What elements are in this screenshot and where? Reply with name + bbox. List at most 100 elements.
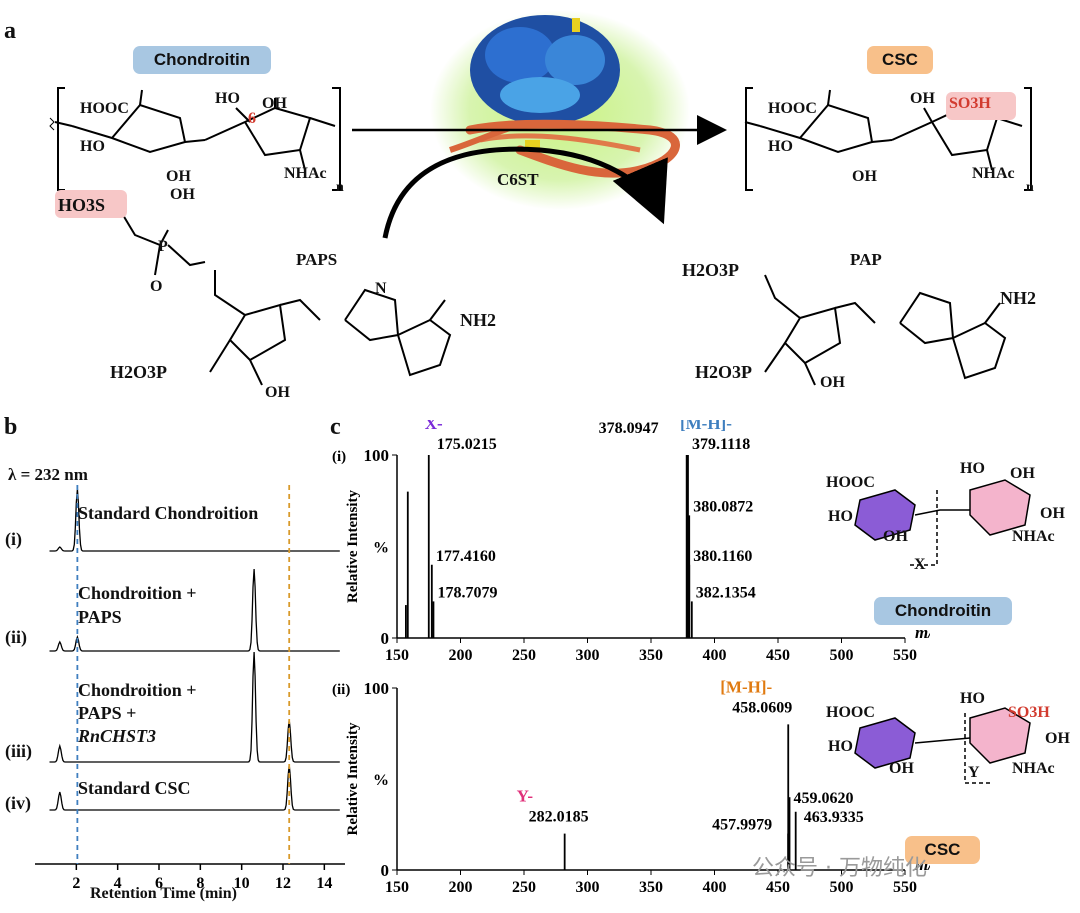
peak-label: 175.0215	[437, 436, 497, 453]
x-tick-label: 200	[449, 879, 473, 896]
ms2-ho-label: HO	[828, 738, 853, 755]
x-tick-label: 14	[316, 875, 332, 892]
x-tick-label: 4	[114, 875, 122, 892]
ms-hooc-label: HOOC	[826, 474, 875, 491]
trace-label-iii-3: RnCHST3	[78, 726, 157, 746]
ms-oh-label-3: OH	[1040, 505, 1065, 522]
position-6-label: 6	[248, 110, 256, 127]
ms-oh-label-2: OH	[1010, 465, 1035, 482]
trace-label-i: Standard Chondroition	[78, 503, 259, 523]
peak-label: 380.0872	[693, 498, 753, 515]
ms-nhac-label: NHAc	[1012, 528, 1055, 545]
x-tick-label: 2	[72, 875, 80, 892]
peak-label: 177.4160	[436, 548, 496, 565]
ms2-hooc-label: HOOC	[826, 704, 875, 721]
x-tick-label: 150	[385, 647, 409, 664]
enzyme-structure-icon	[430, 10, 690, 210]
peak-label: 378.0947	[599, 420, 659, 437]
x-tick-label: 150	[385, 879, 409, 896]
csc-so3h-label: SO3H	[949, 95, 991, 112]
percent-label: %	[373, 772, 389, 789]
x-tick-label: 550	[893, 647, 917, 664]
trace-label-iii-2: PAPS +	[78, 703, 137, 723]
peak-annotation: [M-H]-	[720, 677, 772, 696]
trace-line	[49, 488, 340, 552]
csc-pill: CSC	[867, 46, 933, 74]
ms-oh-label: OH	[883, 528, 908, 545]
ms-chondroitin-pill: Chondroitin	[874, 597, 1012, 625]
paps-nh2-label: NH2	[460, 310, 496, 330]
trace-line	[49, 651, 340, 763]
trace-id-ii: (ii)	[5, 627, 27, 647]
oh-label: OH	[166, 168, 191, 185]
ho-label-2: HO	[215, 90, 240, 107]
peak-label: 463.9335	[804, 809, 864, 826]
pap-h2o3p-label-2: H2O3P	[695, 362, 752, 382]
paps-oh-label: OH	[170, 186, 195, 203]
y-tick-label: 100	[364, 679, 390, 698]
x-tick-label: 12	[275, 875, 291, 892]
x-tick-label: 200	[449, 647, 473, 664]
ms2-nhac-label: NHAc	[1012, 760, 1055, 777]
nhac-label: NHAc	[284, 165, 327, 182]
paps-ribose-oh-label: OH	[265, 384, 290, 401]
trace-label-ii-2: PAPS	[78, 607, 122, 627]
x-tick-label: 500	[830, 647, 854, 664]
x-tick-label: 400	[703, 879, 727, 896]
csc-hooc-label: HOOC	[768, 100, 817, 117]
trace-id-iv: (iv)	[5, 793, 31, 813]
retention-time-axis-label: Retention Time (min)	[90, 885, 237, 902]
x-tick-label: 8	[196, 875, 204, 892]
y-tick-label: 0	[381, 861, 390, 880]
peak-label: 282.0185	[529, 809, 589, 826]
pap-label: PAP	[850, 250, 882, 269]
x-tick-label: 550	[893, 879, 917, 896]
pap-h2o3p-label: H2O3P	[682, 260, 739, 280]
fragment-x-label: X	[914, 556, 926, 573]
trace-id-iii: (iii)	[5, 741, 32, 761]
pap-oh-label: OH	[820, 374, 845, 391]
chondroitin-pill: Chondroitin	[133, 46, 271, 74]
ms2-so3h-label: SO3H	[1008, 704, 1050, 721]
x-tick-label: 350	[639, 879, 663, 896]
y-tick-label: 100	[364, 446, 390, 465]
ms2-oh-label: OH	[889, 760, 914, 777]
peak-label: 379.1118	[692, 436, 750, 453]
watermark: 公众号 · 万物纯化	[752, 856, 927, 881]
peak-annotation: X-	[425, 420, 443, 433]
mz-axis-label: m/z	[915, 623, 930, 642]
paps-label: PAPS	[296, 250, 338, 269]
csc-fragment-structure	[854, 707, 1031, 784]
x-tick-label: 250	[512, 879, 536, 896]
paps-o-label: O	[150, 278, 163, 295]
peak-annotation: Y-	[517, 787, 534, 806]
peak-label: 458.0609	[732, 699, 792, 716]
subchart-id: (ii)	[332, 682, 350, 698]
y-axis-label: Relative Intensity	[345, 490, 361, 603]
x-tick-label: 450	[766, 647, 790, 664]
trace-line	[49, 568, 340, 652]
x-tick-label: 350	[639, 647, 663, 664]
ms-csc-pill: CSC	[905, 836, 980, 864]
ho3s-label: HO3S	[58, 195, 106, 215]
x-tick-label: 300	[576, 647, 600, 664]
ms2-ho-label-2: HO	[960, 690, 985, 707]
ms-ho-label: HO	[828, 508, 853, 525]
reaction-scheme	[49, 10, 1032, 386]
chondroitin-fragment-structure	[854, 479, 1031, 566]
fragment-y-label: Y	[968, 764, 980, 781]
x-tick-label: 10	[234, 875, 250, 892]
hooc-label: HOOC	[80, 100, 129, 117]
y-tick-label: 0	[381, 629, 390, 648]
csc-oh-label: OH	[852, 168, 877, 185]
csc-nhac-label: NHAc	[972, 165, 1015, 182]
ms-ho-label-2: HO	[960, 460, 985, 477]
trace-line	[49, 764, 340, 811]
trace-label-iv: Standard CSC	[78, 778, 191, 798]
ho-label: HO	[80, 138, 105, 155]
csc-ho-label: HO	[768, 138, 793, 155]
peak-annotation: [M-H]-	[680, 420, 732, 433]
paps-h2o3p-label: H2O3P	[110, 362, 167, 382]
